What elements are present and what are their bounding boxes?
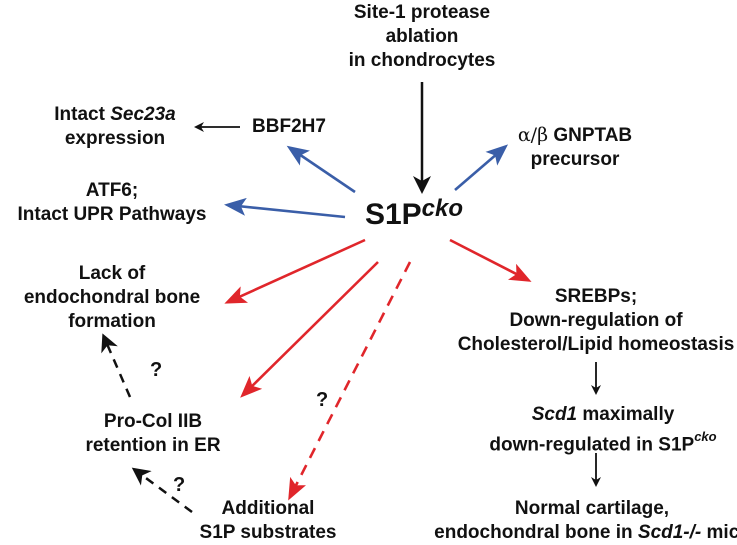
sec23a-line2: expression bbox=[64, 128, 166, 149]
node-procol: Pro-Col IIB retention in ER bbox=[85, 410, 220, 458]
gnptab-line2: precursor bbox=[530, 149, 620, 170]
additional-line2: S1P substrates bbox=[199, 522, 337, 543]
ablation-line3: in chondrocytes bbox=[348, 50, 496, 71]
srebp-line1: SREBPs; bbox=[554, 286, 638, 307]
arrow-procol-to-lack-dashed bbox=[101, 333, 132, 398]
node-atf6: ATF6; Intact UPR Pathways bbox=[18, 179, 207, 227]
atf6-line1: ATF6; bbox=[85, 180, 139, 201]
srebp-line3: Cholesterol/Lipid homeostasis bbox=[457, 334, 735, 355]
question-mark-3: ? bbox=[173, 474, 186, 496]
normal-line1: Normal cartilage, bbox=[514, 498, 670, 519]
normal-l2pre: endochondral bone in bbox=[434, 522, 638, 543]
arrow-hub-to-gnptab bbox=[454, 144, 509, 191]
lack-line3: formation bbox=[68, 311, 156, 332]
procol-line2: retention in ER bbox=[85, 435, 221, 456]
lack-line1: Lack of bbox=[78, 263, 146, 284]
question-mark-1: ? bbox=[150, 359, 163, 381]
node-bbf2h7: BBF2H7 bbox=[252, 115, 326, 139]
lack-line2: endochondral bone bbox=[23, 287, 201, 308]
ablation-line1: Site-1 protease bbox=[353, 2, 491, 23]
normal-l2post: mice bbox=[706, 522, 737, 543]
hub-main: S1P bbox=[364, 198, 422, 231]
normal-l2ital: Scd1-/- bbox=[637, 522, 702, 543]
node-sec23a: Intact Sec23a expression bbox=[54, 103, 175, 151]
node-srebps: SREBPs; Down-regulation of Cholesterol/L… bbox=[458, 285, 735, 357]
node-lack-of-bone: Lack of endochondral bone formation bbox=[24, 262, 200, 334]
hub-s1p-cko: S1Pcko bbox=[364, 195, 464, 234]
procol-line1: Pro-Col IIB bbox=[103, 411, 203, 432]
arrow-hub-to-srebp bbox=[449, 238, 532, 282]
node-scd1: Scd1 maximally down-regulated in S1Pcko bbox=[489, 403, 716, 457]
node-additional-substrates: Additional S1P substrates bbox=[200, 497, 337, 545]
additional-line1: Additional bbox=[221, 498, 315, 519]
gnptab-name: GNPTAB bbox=[548, 125, 633, 146]
scd1-rest: maximally bbox=[577, 404, 675, 425]
gnptab-greek: α/β bbox=[517, 124, 549, 146]
scd1-line2: down-regulated in S1P bbox=[489, 434, 695, 456]
arrow-hub-to-atf6 bbox=[224, 197, 346, 219]
node-ablation: Site-1 protease ablation in chondrocytes bbox=[349, 1, 496, 73]
sec23a-gene: Sec23a bbox=[110, 104, 176, 125]
srebp-line2: Down-regulation of bbox=[509, 310, 683, 331]
atf6-line2: Intact UPR Pathways bbox=[17, 204, 207, 225]
arrow-hub-to-lack bbox=[224, 238, 366, 304]
arrow-hub-to-procol bbox=[240, 261, 379, 398]
arrow-hub-to-additional-dashed bbox=[288, 261, 412, 501]
node-normal-cartilage: Normal cartilage, endochondral bone in S… bbox=[434, 497, 737, 545]
hub-sup: cko bbox=[421, 195, 464, 222]
bbf2h7-label: BBF2H7 bbox=[252, 116, 326, 137]
sec23a-pre: Intact bbox=[54, 104, 111, 125]
scd1-gene: Scd1 bbox=[531, 404, 578, 425]
question-mark-2: ? bbox=[316, 389, 329, 411]
ablation-line2: ablation bbox=[385, 26, 459, 47]
arrow-additional-to-procol-dashed bbox=[131, 467, 193, 514]
scd1-sup: cko bbox=[694, 429, 717, 444]
arrow-hub-to-bbf bbox=[286, 145, 356, 194]
node-gnptab: α/β GNPTAB precursor bbox=[518, 123, 632, 172]
